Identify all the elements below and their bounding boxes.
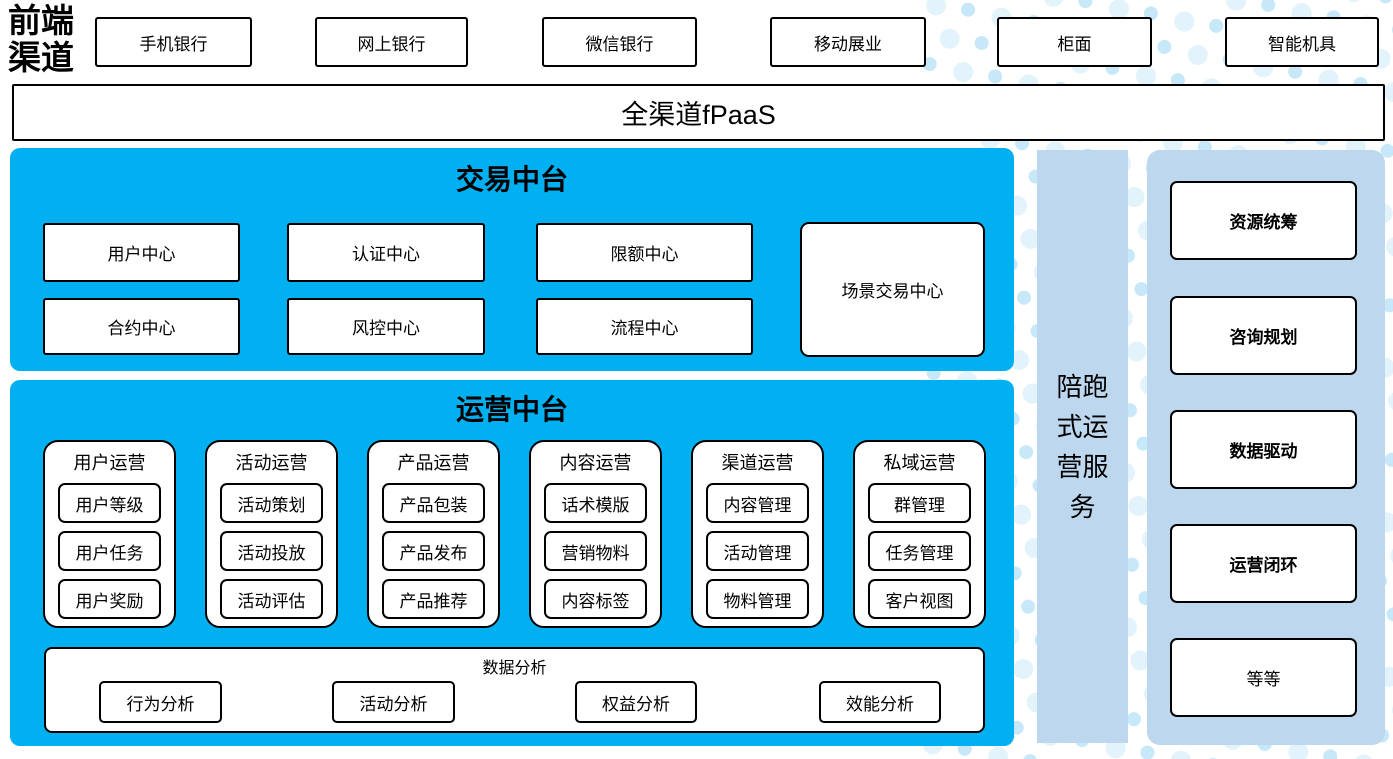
group-content-operation: 内容运营 话术模版 营销物料 内容标签: [529, 440, 662, 628]
group-item: 任务管理: [868, 531, 971, 571]
accompanying-service-label: 陪跑式运营服务: [1056, 371, 1109, 522]
group-item: 用户奖励: [58, 579, 161, 619]
center-box-scenario-transaction: 场景交易中心: [800, 222, 985, 357]
center-box-process: 流程中心: [536, 298, 753, 355]
service-box-resource-coordination: 资源统筹: [1170, 181, 1357, 260]
group-item: 用户等级: [58, 483, 161, 523]
channel-box-smart-machine: 智能机具: [1225, 17, 1379, 67]
group-item: 活动管理: [706, 531, 809, 571]
group-title: 用户运营: [73, 453, 146, 473]
service-box-consulting-planning: 咨询规划: [1170, 296, 1357, 375]
group-item: 内容标签: [544, 579, 647, 619]
front-channels-label: 前端渠道: [8, 4, 74, 77]
group-item: 产品发布: [382, 531, 485, 571]
group-item: 话术模版: [544, 483, 647, 523]
center-box-auth: 认证中心: [287, 223, 485, 282]
group-item: 用户任务: [58, 531, 161, 571]
group-item: 客户视图: [868, 579, 971, 619]
data-analysis-panel: 数据分析 行为分析 活动分析 权益分析 效能分析: [44, 647, 985, 733]
group-item: 内容管理: [706, 483, 809, 523]
group-item: 群管理: [868, 483, 971, 523]
group-title: 私域运营: [883, 453, 956, 473]
fpaas-bar: 全渠道fPaaS: [12, 84, 1385, 141]
center-box-contract: 合约中心: [43, 298, 240, 355]
group-title: 活动运营: [235, 453, 308, 473]
analysis-box-efficiency: 效能分析: [819, 681, 941, 723]
group-item: 活动评估: [220, 579, 323, 619]
service-box-data-driven: 数据驱动: [1170, 410, 1357, 489]
group-item: 营销物料: [544, 531, 647, 571]
group-channel-operation: 渠道运营 内容管理 活动管理 物料管理: [691, 440, 824, 628]
center-box-risk: 风控中心: [287, 298, 485, 355]
data-analysis-title: 数据分析: [482, 660, 547, 677]
analysis-box-rights: 权益分析: [575, 681, 697, 723]
group-item: 活动策划: [220, 483, 323, 523]
group-product-operation: 产品运营 产品包装 产品发布 产品推荐: [367, 440, 500, 628]
channel-box-counter: 柜面: [997, 17, 1152, 67]
service-box-etc: 等等: [1170, 638, 1357, 717]
service-items-column: 资源统筹 咨询规划 数据驱动 运营闭环 等等: [1147, 150, 1385, 745]
group-user-operation: 用户运营 用户等级 用户任务 用户奖励: [43, 440, 176, 628]
group-item: 产品推荐: [382, 579, 485, 619]
accompanying-service-column: 陪跑式运营服务: [1037, 150, 1128, 743]
channel-box-mobile-banking: 手机银行: [95, 17, 252, 67]
transaction-platform-block: 交易中台 用户中心 认证中心 限额中心 合约中心 风控中心 流程中心 场景交易中…: [10, 148, 1014, 371]
group-activity-operation: 活动运营 活动策划 活动投放 活动评估: [205, 440, 338, 628]
channel-box-online-banking: 网上银行: [315, 17, 468, 67]
transaction-platform-title: 交易中台: [455, 164, 568, 195]
analysis-box-behavior: 行为分析: [99, 681, 222, 723]
group-item: 产品包装: [382, 483, 485, 523]
service-box-operation-loop: 运营闭环: [1170, 524, 1357, 603]
center-box-limit: 限额中心: [536, 223, 753, 282]
group-title: 产品运营: [397, 453, 470, 473]
center-box-user: 用户中心: [43, 223, 240, 282]
group-title: 内容运营: [559, 453, 632, 473]
group-item: 活动投放: [220, 531, 323, 571]
group-item: 物料管理: [706, 579, 809, 619]
group-private-domain-operation: 私域运营 群管理 任务管理 客户视图: [853, 440, 986, 628]
group-title: 渠道运营: [721, 453, 794, 473]
analysis-box-activity: 活动分析: [332, 681, 455, 723]
channel-box-mobile-business: 移动展业: [770, 17, 926, 67]
channel-box-wechat-banking: 微信银行: [542, 17, 697, 67]
operation-platform-title: 运营中台: [455, 394, 568, 425]
